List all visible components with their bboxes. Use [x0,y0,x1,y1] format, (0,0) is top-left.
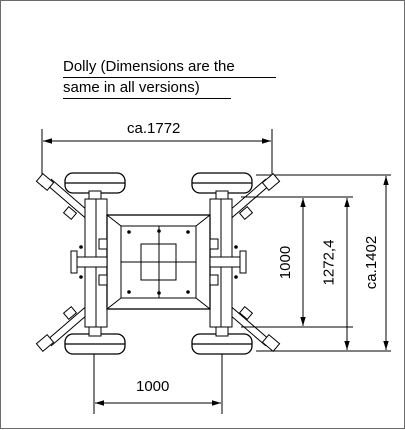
dimension-track-width [93,351,223,414]
label-length-inner: 1272,4 [320,239,338,286]
label-overall-width: ca.1772 [127,120,181,137]
dimension-right-extensions [241,174,391,352]
label-track-width: 1000 [136,378,170,395]
wheels [64,172,253,355]
note-line-2: same in all versions) [63,78,231,99]
cross-beams [70,238,247,286]
arm-end-caps [35,172,281,353]
label-length-axle: 1000 [277,245,295,280]
central-platform [106,214,211,310]
label-overall-length: ca.1402 [363,235,381,290]
bolt-holes [79,229,238,295]
dolly-plan [35,172,281,355]
note-text: Dolly (Dimensions are the same in all ve… [63,57,293,99]
